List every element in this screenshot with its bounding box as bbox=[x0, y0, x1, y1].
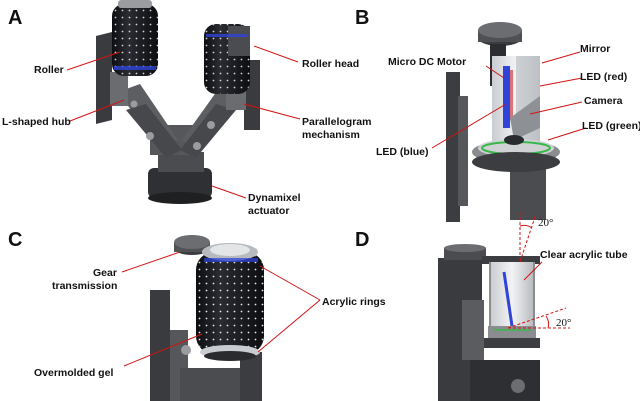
label-camera: Camera bbox=[584, 95, 623, 107]
led-red-shape bbox=[510, 70, 513, 120]
mirror-shape bbox=[510, 96, 540, 140]
leader-led-green bbox=[547, 127, 587, 141]
leader-dynamixel bbox=[211, 185, 247, 199]
label-overmolded-gel: Overmolded gel bbox=[34, 367, 113, 379]
panel-b: B bbox=[355, 7, 640, 222]
label-roller-head: Roller head bbox=[302, 58, 359, 70]
label-led-green: LED (green) bbox=[582, 120, 640, 132]
screw-icon bbox=[511, 379, 525, 393]
label-parallelogram-1: Parallelogram bbox=[302, 116, 371, 128]
label-angle-top: 20° bbox=[538, 217, 553, 229]
leader-led-blue bbox=[431, 103, 507, 149]
leader-gear-transmission bbox=[121, 251, 181, 273]
label-micro-dc-motor: Micro DC Motor bbox=[388, 56, 466, 68]
label-clear-acrylic-tube: Clear acrylic tube bbox=[540, 249, 628, 261]
leader-clear-acrylic-tube bbox=[523, 261, 543, 281]
camera-shape bbox=[504, 135, 524, 145]
l-shaped-hub-shape bbox=[96, 32, 112, 124]
angle-bottom-arc bbox=[545, 315, 550, 329]
leader-micro-dc-motor bbox=[485, 65, 505, 79]
panel-c: C Gear transmission bbox=[8, 229, 386, 401]
label-acrylic-rings: Acrylic rings bbox=[322, 296, 386, 308]
label-mirror: Mirror bbox=[580, 43, 610, 55]
angle-top-ray bbox=[519, 213, 537, 263]
panel-c-letter: C bbox=[8, 229, 22, 251]
screw-icon bbox=[193, 142, 201, 150]
panel-d-device bbox=[438, 244, 540, 401]
panel-a-device bbox=[96, 0, 260, 204]
dynamixel-actuator-shape bbox=[148, 168, 212, 198]
label-roller: Roller bbox=[34, 64, 64, 76]
angle-bottom-ray bbox=[507, 307, 567, 329]
leader-camera bbox=[529, 101, 583, 115]
label-led-blue: LED (blue) bbox=[376, 146, 429, 158]
label-angle-bottom: 20° bbox=[556, 317, 571, 329]
angle-top-arc bbox=[519, 224, 533, 229]
label-dynamixel-1: Dynamixel bbox=[248, 192, 301, 204]
panel-b-letter: B bbox=[355, 7, 369, 29]
led-blue-shape bbox=[503, 66, 510, 128]
led-blue-shape bbox=[502, 271, 514, 327]
panel-d-letter: D bbox=[355, 229, 369, 251]
label-gear-1: Gear bbox=[93, 267, 117, 279]
leader-mirror bbox=[541, 51, 581, 64]
label-l-shaped-hub: L-shaped hub bbox=[2, 116, 71, 128]
screw-icon bbox=[146, 132, 154, 140]
leader-roller bbox=[66, 51, 121, 71]
screw-icon bbox=[207, 121, 215, 129]
label-gear-2: transmission bbox=[52, 280, 117, 292]
screw-icon bbox=[130, 100, 138, 108]
leader-led-red bbox=[539, 77, 583, 87]
acrylic-ring-top-shape bbox=[204, 258, 258, 262]
leader-l-shaped-hub bbox=[69, 99, 125, 122]
panel-d: D 20° bbox=[355, 212, 628, 401]
frame-shape bbox=[446, 72, 460, 222]
panel-a-letter: A bbox=[8, 7, 22, 29]
screw-icon bbox=[181, 345, 191, 355]
panel-a: A bbox=[2, 0, 371, 217]
leader-acrylic-ring-top bbox=[259, 265, 321, 301]
leader-overmolded-gel bbox=[123, 333, 203, 367]
panel-b-device bbox=[446, 22, 560, 222]
leader-acrylic-ring-bottom bbox=[257, 299, 321, 353]
label-parallelogram-2: mechanism bbox=[302, 129, 360, 141]
leader-parallelogram bbox=[243, 103, 301, 120]
leader-roller-head bbox=[253, 45, 299, 63]
label-led-red: LED (red) bbox=[580, 71, 627, 83]
label-dynamixel-2: actuator bbox=[248, 205, 289, 217]
frame-shape bbox=[150, 290, 170, 401]
panel-c-device bbox=[150, 235, 264, 401]
